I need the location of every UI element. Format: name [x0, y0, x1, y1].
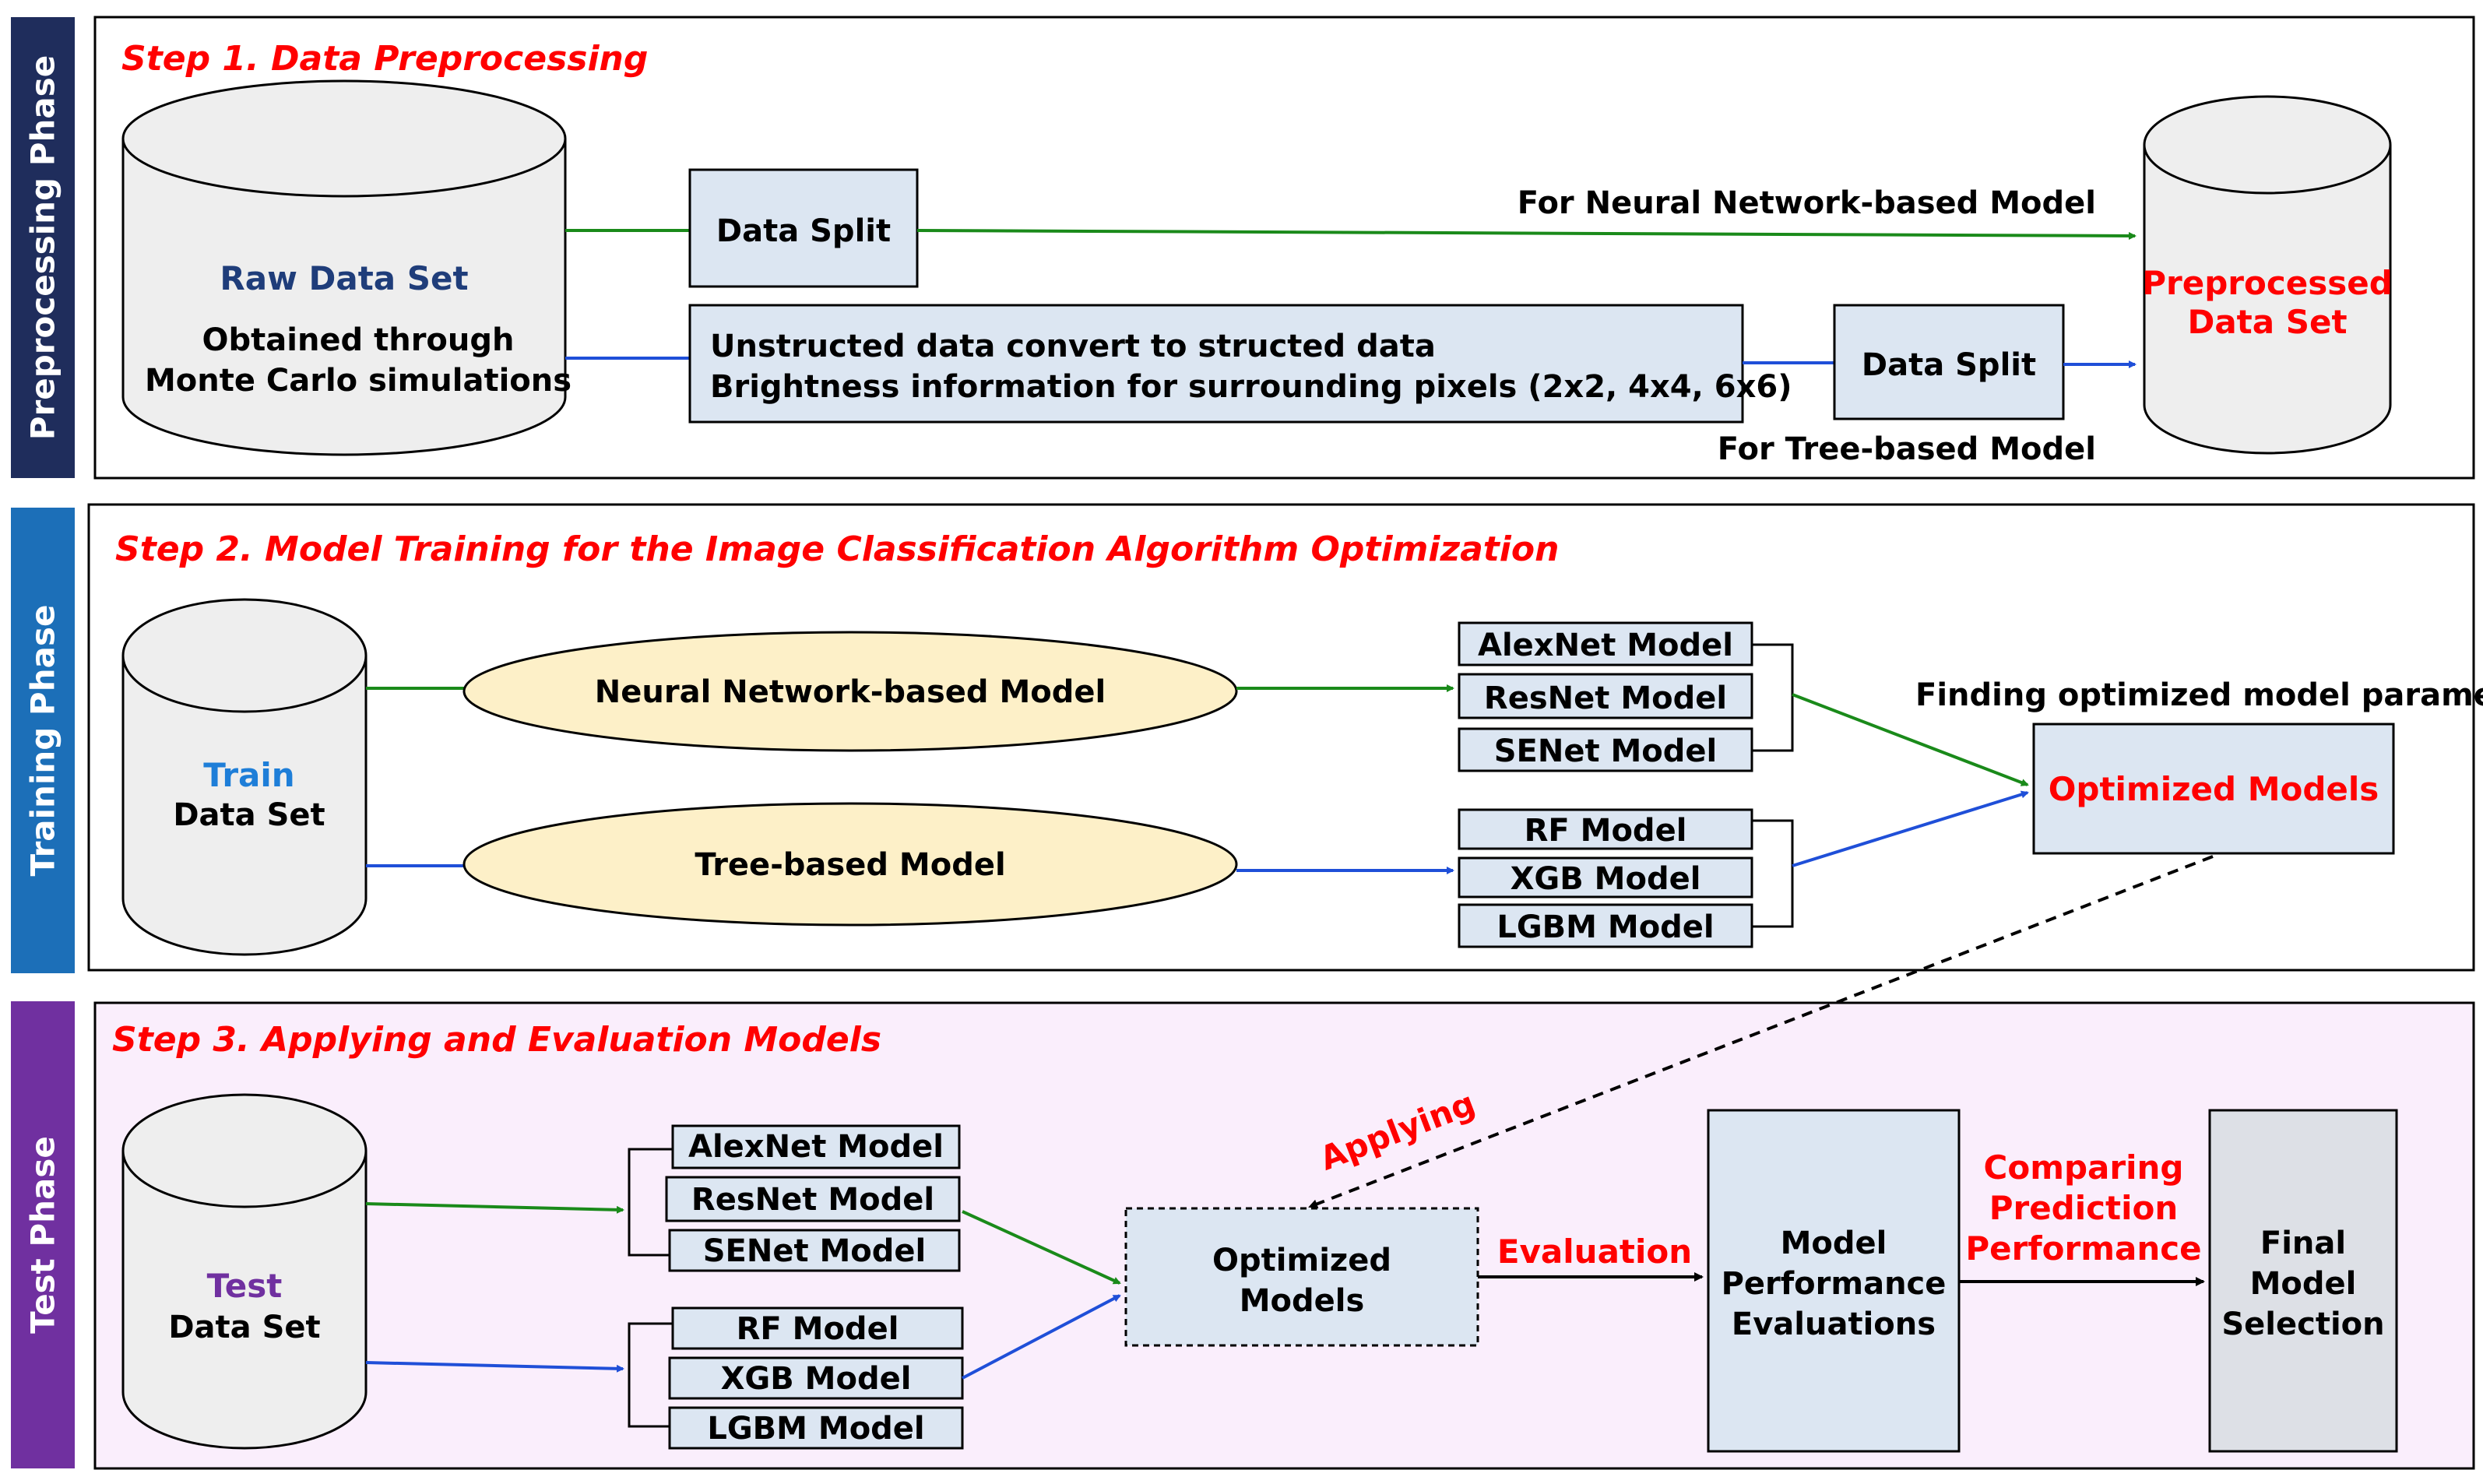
s2-rf-box [1458, 808, 1753, 850]
evaluation-label: Evaluation [1497, 1233, 1692, 1271]
phase-bar-training-bg [11, 508, 75, 973]
data-split-bottom-label: Data Split [1862, 347, 2036, 383]
performance-box [1707, 1109, 1961, 1453]
s3-alexnet-box [671, 1124, 961, 1169]
data-split-top-label: Data Split [716, 213, 891, 249]
s3-lgbm-box [668, 1406, 964, 1450]
s3-optimized-box [1124, 1207, 1479, 1347]
data-split-bottom-box [1833, 304, 2065, 420]
finding-params-label: Finding optimized model parameters [1915, 677, 2483, 713]
test-sub-label: Data Set [168, 1310, 320, 1345]
performance-line1: Model [1781, 1226, 1887, 1261]
s2-resnet-box [1458, 673, 1753, 719]
test-to-tree-arrow [365, 1361, 624, 1373]
performance-line2: Performance [1722, 1266, 1947, 1302]
train-data-cylinder [121, 598, 368, 956]
compare-line1: Comparing [1984, 1148, 2184, 1187]
step3-title: Step 3. Applying and Evaluation Models [112, 1020, 881, 1060]
s3-xgb-box [668, 1356, 964, 1400]
step1-title: Step 1. Data Preprocessing [121, 39, 648, 79]
s2-alexnet-box [1458, 621, 1753, 666]
tree-model-ellipse [462, 802, 1238, 927]
final-selection-box [2208, 1109, 2398, 1453]
phase-bar-training: Training Phase [11, 508, 75, 973]
raw-data-cylinder [121, 79, 567, 456]
s3-senet-label: SENet Model [703, 1233, 927, 1269]
convert-line1: Unstructed data convert to structed data [710, 329, 1436, 364]
convert-box [688, 304, 1744, 424]
s3-neural-to-optimized-arrow [962, 1210, 1121, 1285]
s3-xgb-label: XGB Model [721, 1361, 912, 1397]
test-label: Test [207, 1267, 283, 1305]
s3-alexnet-label: AlexNet Model [688, 1129, 944, 1165]
phase-bar-test-bg [11, 1001, 75, 1468]
preprocessed-line2: Data Set [2187, 303, 2347, 341]
phase-bar-preprocessing-bg [11, 17, 75, 478]
s3-senet-box [668, 1229, 961, 1272]
s3-optimized-line1: Optimized [1212, 1243, 1391, 1278]
phase-bar-test: Test Phase [11, 1001, 75, 1468]
s3-lgbm-label: LGBM Model [707, 1411, 924, 1447]
neural-models-to-optimized-arrow [1792, 693, 2029, 786]
raw-data-label: Raw Data Set [220, 259, 468, 297]
preprocessed-data-cylinder [2143, 95, 2392, 455]
data-split-top-box [688, 168, 919, 288]
s3-resnet-box [665, 1176, 961, 1222]
s3-rf-box [671, 1306, 964, 1350]
split-to-preprocessed-arrow [916, 229, 2137, 240]
step2-title: Step 2. Model Training for the Image Cla… [115, 529, 1559, 569]
s3-optimized-line2: Models [1240, 1283, 1365, 1319]
s2-senet-box [1458, 727, 1753, 772]
final-line1: Final [2260, 1226, 2346, 1261]
phase-label-preprocessing: Preprocessing Phase [24, 55, 62, 440]
s3-rf-label: RF Model [737, 1311, 899, 1347]
s2-resnet-label: ResNet Model [1484, 680, 1727, 716]
s2-rf-label: RF Model [1525, 813, 1687, 849]
test-to-neural-arrow [365, 1202, 624, 1214]
s2-senet-label: SENet Model [1494, 733, 1718, 769]
phase-label-training: Training Phase [24, 605, 62, 877]
s3-tree-bracket [628, 1322, 673, 1428]
s2-alexnet-label: AlexNet Model [1478, 628, 1733, 663]
train-sub-label: Data Set [173, 797, 325, 833]
s2-optimized-box [2032, 723, 2395, 855]
phase-label-test: Test Phase [24, 1136, 62, 1334]
s2-optimized-label: Optimized Models [2049, 770, 2379, 808]
raw-data-line1: Obtained through [202, 322, 514, 358]
s3-neural-bracket [628, 1148, 673, 1257]
s3-resnet-label: ResNet Model [691, 1182, 934, 1218]
test-data-cylinder [121, 1093, 368, 1450]
final-line3: Selection [2221, 1306, 2384, 1342]
s2-neural-bracket [1752, 643, 1794, 752]
train-label: Train [203, 756, 294, 794]
performance-line3: Evaluations [1732, 1306, 1936, 1342]
s2-xgb-box [1458, 856, 1753, 898]
s2-lgbm-label: LGBM Model [1496, 909, 1714, 945]
s3-tree-to-optimized-arrow [962, 1294, 1121, 1380]
compare-line2: Prediction [1989, 1189, 2179, 1227]
neural-path-label: For Neural Network-based Model [1518, 185, 2096, 221]
tree-path-label: For Tree-based Model [1718, 431, 2096, 467]
applying-dashed-arrow [1308, 855, 2214, 1208]
compare-line3: Performance [1965, 1229, 2201, 1268]
convert-line2: Brightness information for surrounding p… [710, 369, 1792, 405]
preprocessed-line1: Preprocessed [2142, 264, 2393, 302]
s2-xgb-label: XGB Model [1511, 861, 1701, 897]
tree-model-label: Tree-based Model [695, 847, 1005, 883]
raw-data-line2: Monte Carlo simulations [145, 363, 572, 399]
s2-tree-bracket [1752, 819, 1794, 928]
tree-models-to-optimized-arrow [1792, 790, 2029, 867]
final-line2: Model [2250, 1266, 2357, 1302]
neural-model-label: Neural Network-based Model [595, 674, 1106, 710]
neural-model-ellipse [462, 631, 1238, 752]
phase-bar-preprocessing: Preprocessing Phase [11, 17, 75, 478]
